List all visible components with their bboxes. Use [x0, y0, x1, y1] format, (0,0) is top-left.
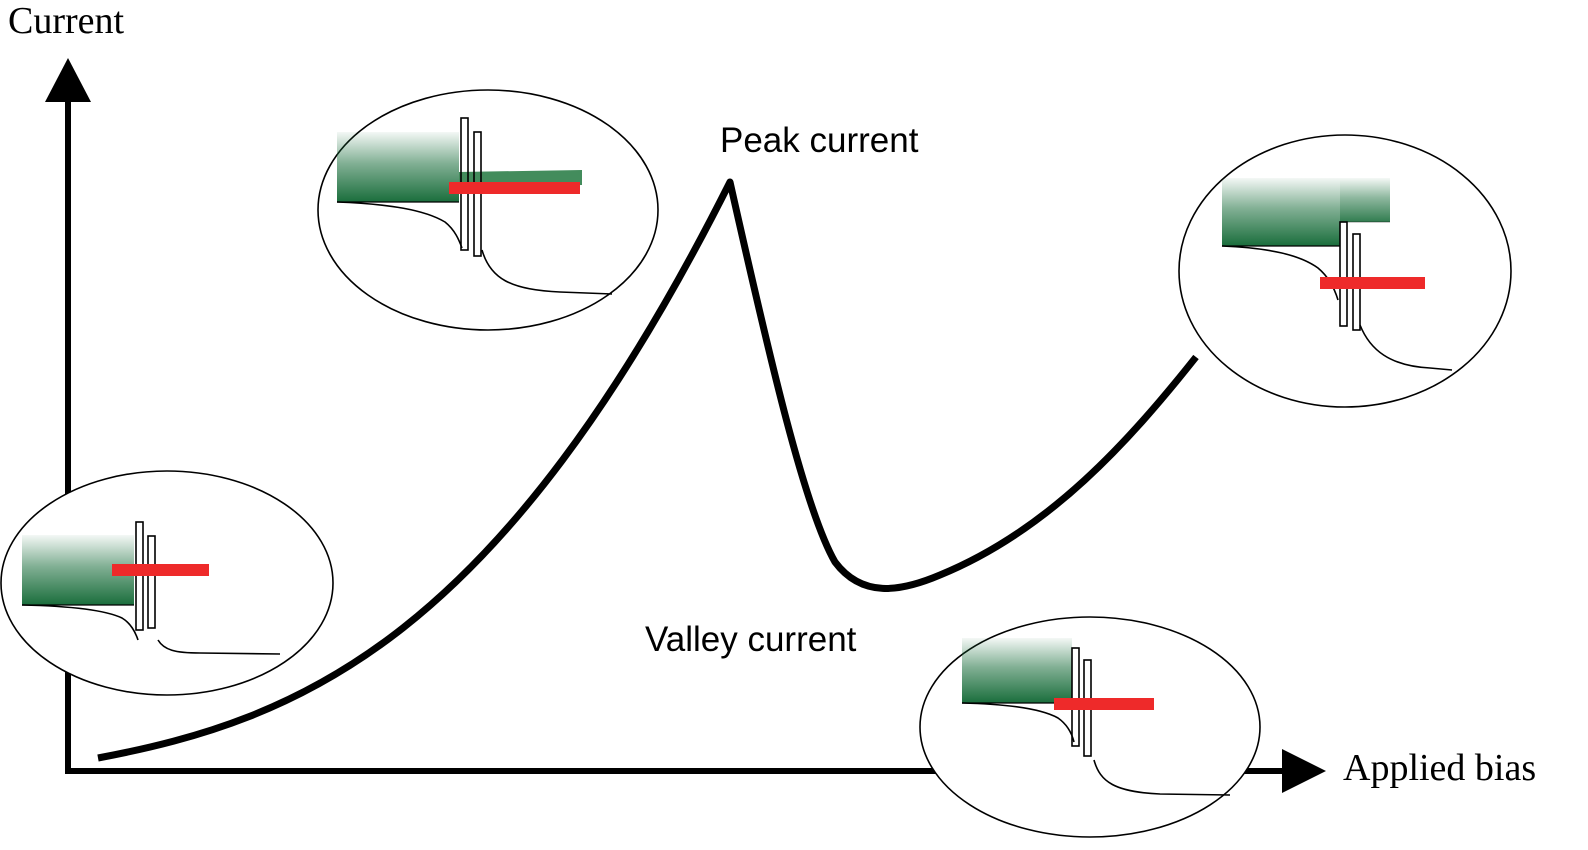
- x-axis-arrow-icon: [1282, 749, 1326, 793]
- tunnel-barrier: [1339, 221, 1348, 327]
- filled-band-region: [337, 132, 459, 202]
- fermi-level-bar: [1320, 277, 1425, 289]
- filled-band-region: [962, 638, 1072, 703]
- band-diagram-valley: [919, 616, 1261, 838]
- fermi-level-bar: [1054, 698, 1154, 710]
- tunnel-barrier: [147, 535, 156, 629]
- y-axis-arrow-icon: [45, 58, 91, 102]
- band-diagram-low-bias: [0, 470, 334, 696]
- peak-current-label: Peak current: [720, 121, 919, 160]
- band-diagram-rising: [317, 89, 659, 331]
- fermi-level-bar: [449, 182, 580, 194]
- x-axis-label: Applied bias: [1343, 747, 1536, 789]
- band-diagram-high-bias: [1178, 134, 1512, 408]
- valley-current-label: Valley current: [645, 620, 857, 659]
- iv-curve: [97, 178, 1199, 762]
- y-axis-label: Current: [8, 0, 125, 42]
- filled-band-region: [1222, 178, 1340, 246]
- fermi-level-bar: [112, 564, 209, 576]
- tunnel-barrier: [1071, 647, 1080, 747]
